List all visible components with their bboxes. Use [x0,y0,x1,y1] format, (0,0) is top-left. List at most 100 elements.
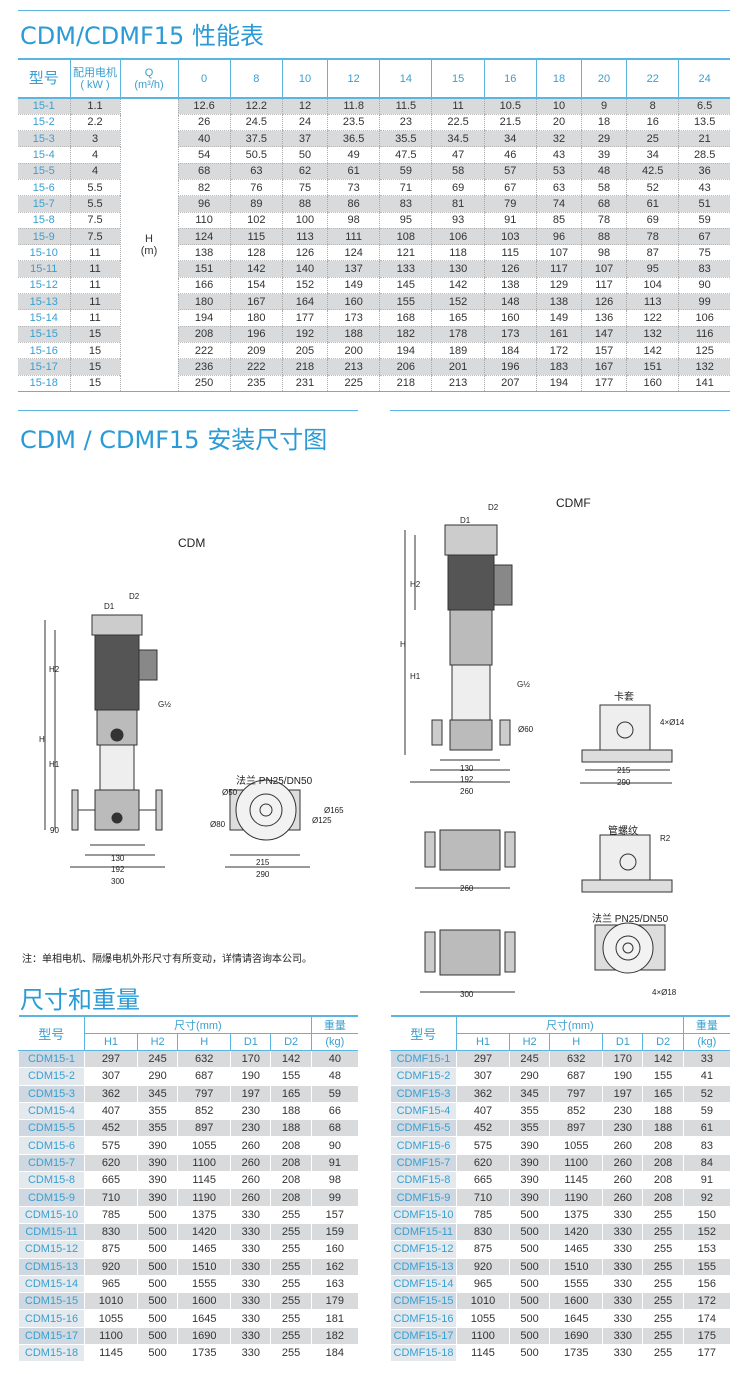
head-value-cell: 47 [431,146,485,164]
value-cell: 897 [549,1119,603,1138]
note: 注：单相电机、隔爆电机外形尺寸有所变动，详情请咨询本公司。 [22,954,312,965]
header-flow-value: 24 [678,59,730,99]
head-value-cell: 35.5 [379,130,432,148]
value-cell: 330 [602,1292,643,1311]
motor-cell: 11 [69,309,120,327]
model-cell: CDM15-10 [18,1206,85,1224]
head-value-cell: 68 [580,195,627,213]
head-value-cell: 160 [626,375,679,392]
value-cell: 153 [682,1240,730,1259]
value-cell: 208 [642,1171,684,1190]
value-cell: 188 [270,1119,312,1138]
head-value-cell: 67 [483,179,537,197]
value-cell: 188 [270,1102,312,1121]
value-cell: 452 [456,1119,510,1138]
motor-cell: 1.1 [69,98,120,115]
model-cell: CDMF15-4 [390,1102,457,1121]
model-cell: CDM15-11 [18,1223,85,1242]
head-value-cell: 117 [580,277,627,295]
motor-cell: 7.5 [69,212,120,229]
head-value-cell: 81 [431,195,485,213]
head-value-cell: 69 [431,179,485,197]
head-value-cell: 122 [626,309,679,327]
value-cell: 330 [602,1258,643,1276]
value-cell: 208 [642,1188,684,1207]
value-cell: 500 [136,1275,178,1294]
value-cell: 330 [230,1258,271,1276]
head-value-cell: 132 [626,326,679,343]
value-cell: 632 [177,1050,231,1069]
motor-cell: 5.5 [69,179,120,197]
head-value-cell: 78 [626,228,679,246]
value-cell: 330 [230,1344,271,1363]
header-col: H [177,1033,231,1051]
value-cell: 177 [682,1344,730,1363]
dim-phi50: Ø50 [222,788,238,797]
value-cell: 230 [602,1119,643,1138]
dim-phi165: Ø165 [324,806,344,815]
head-value-cell: 236 [177,358,231,376]
head-value-cell: 75 [281,179,328,197]
value-cell: 710 [456,1188,510,1207]
head-value-cell: 53 [535,163,582,180]
head-value-cell: 46 [483,146,537,164]
head-value-cell: 47.5 [379,146,432,164]
value-cell: 330 [602,1206,643,1224]
head-value-cell: 12.2 [229,98,283,115]
divider [390,410,730,411]
value-cell: 785 [456,1206,510,1224]
motor-cell: 2.2 [69,114,120,132]
head-value-cell: 34 [483,130,537,148]
model-cell: CDMF15-3 [390,1085,457,1103]
dim-130: 130 [111,854,125,863]
value-cell: 355 [508,1102,550,1121]
value-cell: 181 [310,1309,358,1328]
header-motor: 配用电机( kW ) [69,59,120,99]
head-value-cell: 113 [281,228,328,246]
value-cell: 390 [508,1154,550,1173]
cdmf-label: CDMF [556,496,591,510]
head-value-cell: 25 [626,130,679,148]
head-value-cell: 209 [229,342,283,360]
value-cell: 255 [642,1258,684,1276]
value-cell: 355 [508,1119,550,1138]
head-value-cell: 200 [327,342,380,360]
head-value-cell: 89 [229,195,283,213]
head-value-cell: 83 [678,260,730,278]
value-cell: 965 [84,1275,138,1294]
head-value-cell: 147 [580,326,627,343]
head-value-cell: 76 [229,179,283,197]
head-value-cell: 235 [229,375,283,392]
dim-300: 300 [111,877,125,886]
head-value-cell: 36 [678,163,730,180]
value-cell: 84 [682,1154,730,1173]
value-cell: 330 [230,1309,271,1328]
head-value-cell: 48 [580,163,627,180]
model-cell: CDM15-18 [18,1344,85,1363]
value-cell: 355 [136,1119,178,1138]
value-cell: 1645 [177,1309,231,1328]
value-cell: 830 [84,1223,138,1242]
value-cell: 1055 [456,1309,510,1328]
value-cell: 500 [136,1344,178,1363]
value-cell: 1100 [84,1327,138,1346]
head-value-cell: 24.5 [229,114,283,132]
value-cell: 500 [136,1206,178,1224]
head-value-cell: 106 [678,309,730,327]
value-cell: 255 [642,1309,684,1328]
value-cell: 155 [270,1067,312,1086]
value-cell: 710 [84,1188,138,1207]
head-value-cell: 194 [177,309,231,327]
value-cell: 1100 [456,1327,510,1346]
dim-h1-cdmf: H1 [410,672,421,681]
